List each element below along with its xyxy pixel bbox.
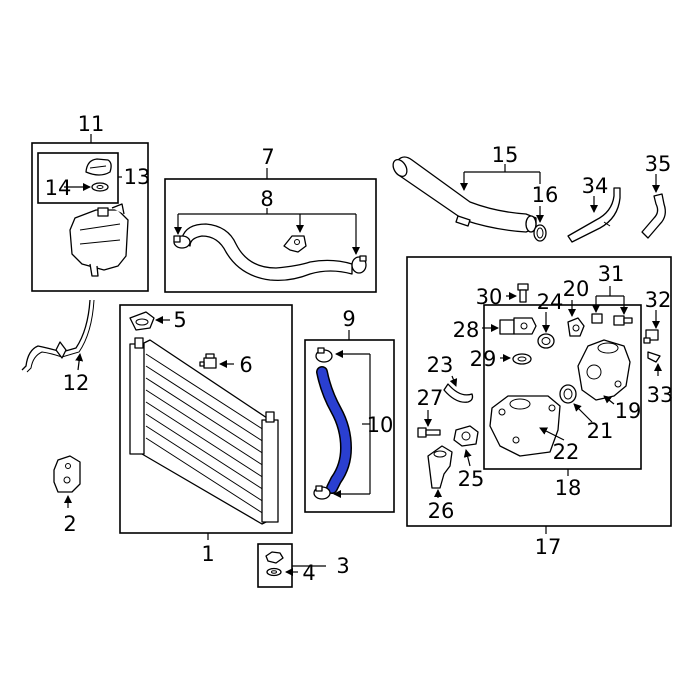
bolt-30 xyxy=(517,283,529,303)
label-31: 31 xyxy=(598,262,625,286)
overflow-hose-12 xyxy=(21,299,95,373)
label-5: 5 xyxy=(173,308,186,332)
label-28: 28 xyxy=(453,318,480,342)
label-25: 25 xyxy=(458,467,485,491)
box-cap xyxy=(37,152,119,204)
label-6: 6 xyxy=(239,353,252,377)
box-housing xyxy=(483,304,642,470)
label-11: 11 xyxy=(78,112,105,136)
box-thermostat-assembly xyxy=(406,256,672,527)
o-ring-29 xyxy=(512,353,532,365)
thermostat-25 xyxy=(453,425,479,447)
label-1: 1 xyxy=(201,542,214,566)
gasket-23 xyxy=(443,383,474,403)
seal-24 xyxy=(537,333,555,349)
label-3: 3 xyxy=(336,554,349,578)
label-32: 32 xyxy=(645,288,672,312)
inlet-26 xyxy=(427,445,453,489)
hose-35 xyxy=(641,193,666,239)
bracket-2 xyxy=(53,455,81,493)
label-13: 13 xyxy=(124,165,151,189)
upper-hose xyxy=(181,223,353,282)
label-24: 24 xyxy=(537,290,564,314)
box-reservoir xyxy=(31,142,149,292)
label-35: 35 xyxy=(645,152,672,176)
box-cap-seal xyxy=(257,543,293,588)
drain-plug-6 xyxy=(199,353,217,369)
box-radiator xyxy=(119,304,293,534)
label-26: 26 xyxy=(428,499,455,523)
label-4: 4 xyxy=(302,561,315,585)
label-19: 19 xyxy=(615,399,642,423)
label-21: 21 xyxy=(587,419,614,443)
label-27: 27 xyxy=(417,386,444,410)
water-pipe-15 xyxy=(392,156,537,233)
lower-hose-highlighted xyxy=(316,366,353,494)
label-12: 12 xyxy=(63,371,90,395)
radiator xyxy=(129,337,279,525)
callout-labels: 1 2 3 4 5 6 7 8 9 10 11 12 13 14 15 16 1… xyxy=(45,112,674,585)
radiator-cap-5 xyxy=(129,311,155,331)
label-33: 33 xyxy=(647,383,674,407)
bolt-27 xyxy=(417,427,441,438)
housing-19 xyxy=(577,339,631,401)
hose-bracket-8 xyxy=(283,235,307,253)
o-ring-16 xyxy=(533,224,547,242)
hose-clamp-right xyxy=(351,255,367,274)
label-22: 22 xyxy=(553,440,580,464)
fitting-32 xyxy=(643,329,659,344)
label-30: 30 xyxy=(476,285,503,309)
label-17: 17 xyxy=(535,535,562,559)
label-16: 16 xyxy=(532,183,559,207)
label-9: 9 xyxy=(342,307,355,331)
label-7: 7 xyxy=(261,145,274,169)
label-10: 10 xyxy=(367,413,394,437)
lower-hose-clamp-bottom xyxy=(313,485,331,500)
fittings-31 xyxy=(591,313,633,326)
hose-clamp-left xyxy=(173,235,191,249)
box-upper-hose xyxy=(164,178,377,293)
label-34: 34 xyxy=(582,174,609,198)
label-8: 8 xyxy=(260,187,273,211)
seal-21 xyxy=(559,384,577,404)
label-23: 23 xyxy=(427,353,454,377)
sensor-28 xyxy=(499,317,537,335)
label-18: 18 xyxy=(555,476,582,500)
leader-lines xyxy=(64,134,662,576)
label-15: 15 xyxy=(492,143,519,167)
gasket-20 xyxy=(567,317,585,337)
label-20: 20 xyxy=(563,277,590,301)
label-14: 14 xyxy=(45,176,72,200)
reservoir-cap xyxy=(85,158,112,176)
hose-34 xyxy=(567,187,621,243)
label-29: 29 xyxy=(470,347,497,371)
cap-seal-14 xyxy=(91,182,109,192)
coolant-reservoir xyxy=(69,203,129,277)
lower-hose-clamp-top xyxy=(315,347,333,363)
label-2: 2 xyxy=(63,512,76,536)
cap-3 xyxy=(265,551,284,577)
housing-22 xyxy=(489,395,561,457)
clip-33 xyxy=(647,351,661,363)
